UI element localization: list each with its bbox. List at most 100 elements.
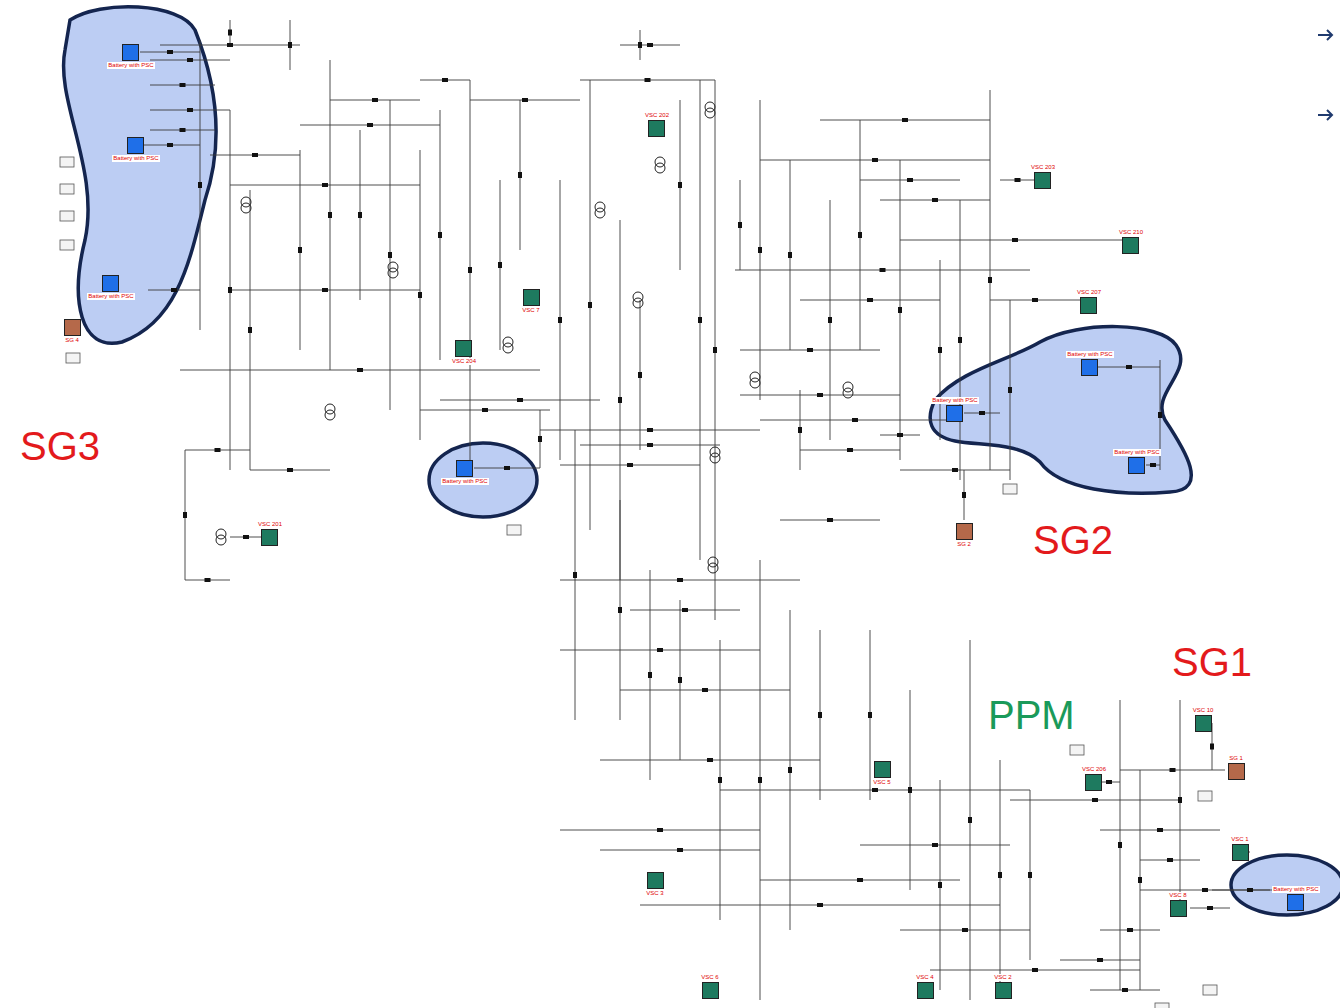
node-symbol [874,761,891,778]
breaker-symbol [872,158,878,162]
breaker-symbol [938,347,942,353]
battery-region [930,327,1191,494]
bullet-group [1318,30,1332,120]
meter-icon [507,525,521,535]
breaker-symbol [817,393,823,397]
breaker-symbol [1015,178,1021,182]
transformer-symbol [705,108,715,118]
breaker-symbol [627,463,633,467]
node-label: VSC 3 [645,890,664,897]
meter-icon [1155,1003,1169,1008]
node-symbol [1085,774,1102,791]
transformer-symbol [708,557,718,567]
node-symbol [995,982,1012,999]
breaker-symbol [1157,828,1163,832]
node-label: VSC 202 [644,112,670,119]
breaker-symbol [1032,298,1038,302]
breaker-symbol [1106,780,1112,784]
breaker-symbol [418,292,422,298]
breaker-symbol [647,428,653,432]
transformer-symbol [843,388,853,398]
breaker-symbol [1170,768,1176,772]
breaker-symbol [243,535,249,539]
breaker-symbol [227,43,233,47]
generator-node: SG 4 [64,319,81,345]
converter-node: VSC 2 [993,973,1012,999]
meter-icon [1198,791,1212,801]
breaker-symbol [287,468,293,472]
node-label: VSC 1 [1230,836,1249,843]
breaker-symbol [1138,877,1142,883]
transformer-symbol [655,157,665,167]
breaker-symbol [817,903,823,907]
breaker-symbol [638,42,642,48]
node-label: Battery with PSC [441,478,488,485]
breaker-symbol [367,123,373,127]
breaker-symbol [1150,463,1156,467]
breaker-symbol [482,408,488,412]
node-label: VSC 7 [521,307,540,314]
breaker-symbol [958,337,962,343]
breaker-symbol [252,153,258,157]
node-label: VSC 8 [1168,892,1187,899]
breaker-symbol [968,817,972,823]
breaker-symbol [868,712,872,718]
converter-node: VSC 6 [700,973,719,999]
transformer-symbol [325,410,335,420]
breaker-symbol [682,608,688,612]
transformer-symbol [708,563,718,573]
transformer-group [216,102,853,573]
breaker-symbol [932,843,938,847]
node-symbol [1232,844,1249,861]
wire-group [140,20,1288,1000]
transformer-symbol [241,197,251,207]
node-symbol [647,872,664,889]
breaker-symbol [438,232,442,238]
transformer-symbol [633,292,643,302]
breaker-symbol [858,232,862,238]
breaker-symbol [1028,872,1032,878]
breaker-symbol [1207,906,1213,910]
breaker-symbol [638,372,642,378]
breaker-symbol [322,183,328,187]
breaker-symbol [357,368,363,372]
node-symbol [127,137,144,154]
breaker-symbol [618,607,622,613]
breaker-symbol [228,30,232,36]
node-symbol [702,982,719,999]
transformer-symbol [388,268,398,278]
node-label: Battery with PSC [87,293,134,300]
breaker-symbol [1008,387,1012,393]
breaker-symbol [702,688,708,692]
breaker-symbol [498,262,502,268]
breaker-symbol [907,178,913,182]
breaker-symbol [205,578,211,582]
battery-region [64,7,216,344]
breaker-symbol [827,518,833,522]
breaker-symbol [1032,968,1038,972]
converter-node: VSC 206 [1081,765,1107,791]
breaker-symbol [788,252,792,258]
node-symbol [261,529,278,546]
meter-icon [60,157,74,167]
converter-node: VSC 204 [451,340,477,366]
node-symbol [456,460,473,477]
transformer-symbol [655,163,665,173]
breaker-symbol [979,411,985,415]
breaker-symbol [645,78,651,82]
breaker-symbol [738,222,742,228]
node-symbol [1195,715,1212,732]
breaker-symbol [647,43,653,47]
node-symbol [1228,763,1245,780]
breaker-symbol [215,448,221,452]
breaker-symbol [988,277,992,283]
node-symbol [917,982,934,999]
breaker-symbol [1118,842,1122,848]
breaker-symbol [818,712,822,718]
breaker-symbol [522,98,528,102]
breaker-symbol [677,578,683,582]
node-label: VSC 6 [700,974,719,981]
breaker-symbol [171,288,177,292]
